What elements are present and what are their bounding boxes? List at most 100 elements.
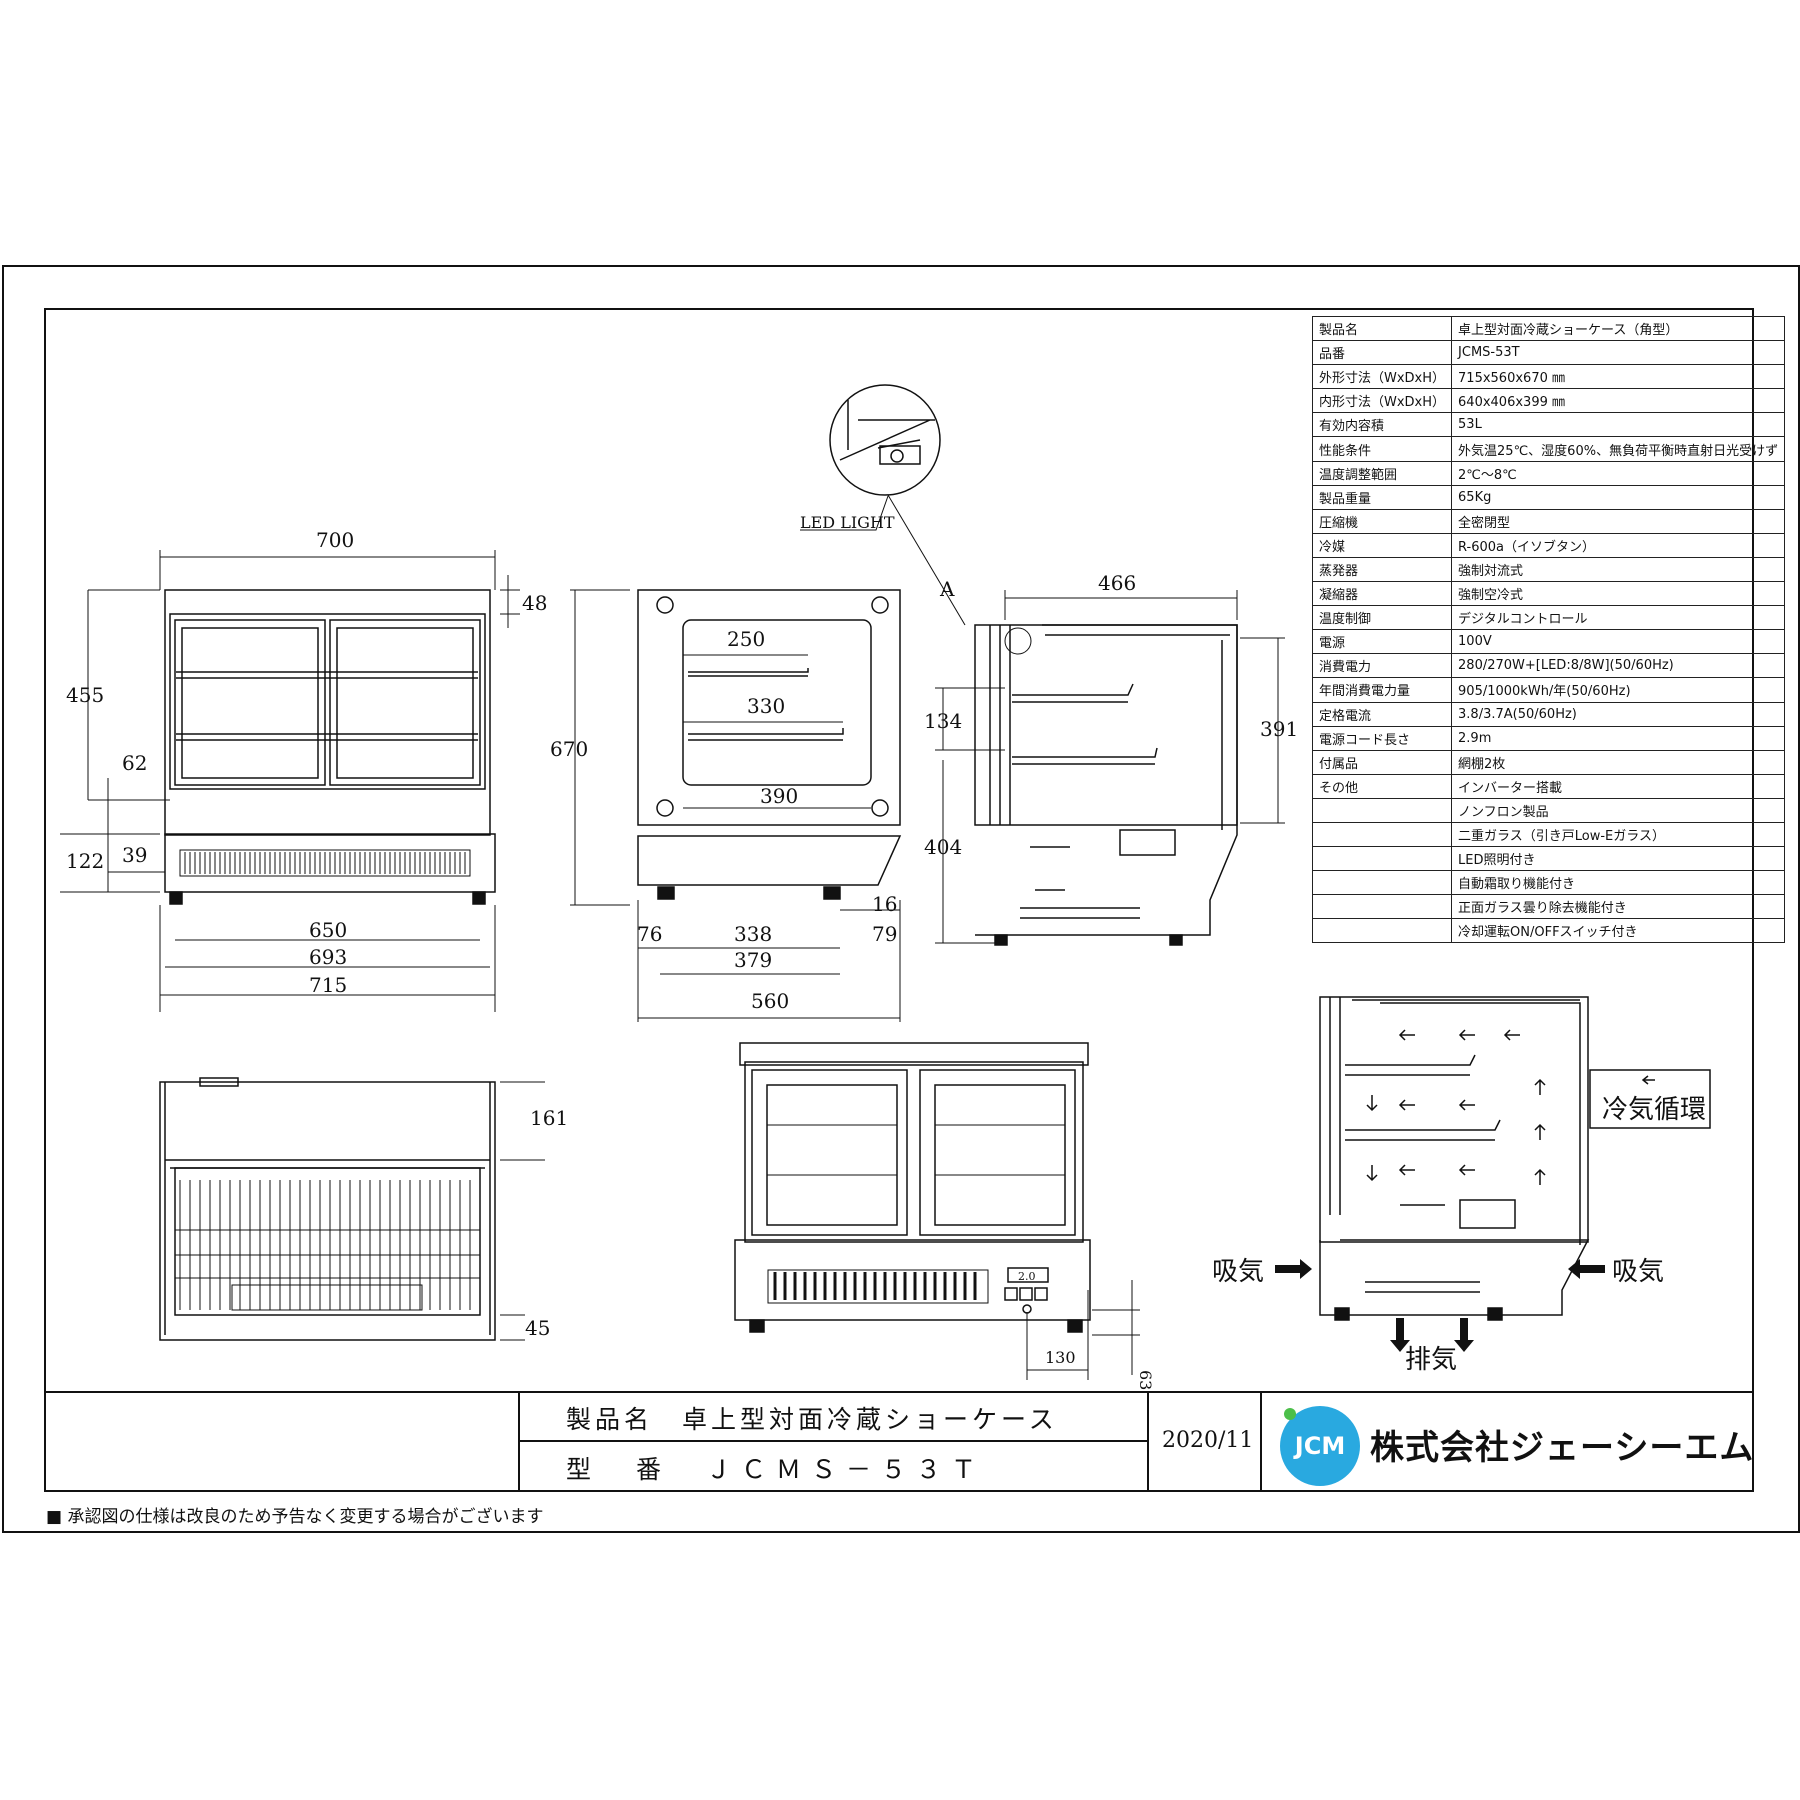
dim-side-79: 79: [872, 922, 897, 946]
spec-label: [1311, 846, 1453, 872]
outer-border: [2, 265, 1800, 1533]
spec-label: 冷媒: [1311, 532, 1453, 558]
dim-back-45: 45: [525, 1316, 550, 1340]
spec-label: [1311, 821, 1453, 848]
spec-row: 圧縮機全密閉型: [1311, 508, 1786, 534]
dim-front-715: 715: [309, 973, 347, 997]
dim-section-134: 134: [924, 709, 962, 733]
spec-label: 温度調整範囲: [1311, 460, 1453, 486]
spec-row: 性能条件外気温25℃、湿度60%、無負荷平衡時直射日光受けず: [1311, 436, 1786, 462]
spec-value: R-600a（イソブタン）: [1451, 532, 1786, 558]
spec-label: 製品重量: [1311, 484, 1453, 510]
spec-value: 640x406x399 ㎜: [1451, 388, 1786, 414]
spec-value: 905/1000kWh/年(50/60Hz): [1451, 677, 1786, 703]
dim-side-16: 16: [872, 892, 897, 916]
led-light-label: LED LIGHT: [800, 513, 895, 532]
spec-label: [1311, 894, 1453, 920]
spec-row: 付属品網棚2枚: [1311, 749, 1786, 775]
spec-value: 2℃～8℃: [1451, 460, 1786, 486]
spec-row: ノンフロン製品: [1311, 797, 1786, 823]
dim-front2-130: 130: [1045, 1348, 1076, 1367]
spec-label: 消費電力: [1311, 653, 1453, 679]
spec-value: 2.9m: [1451, 725, 1786, 751]
spec-row: 外形寸法（WxDxH）715x560x670 ㎜: [1311, 364, 1786, 390]
dim-back-161: 161: [530, 1106, 568, 1130]
spec-value: 網棚2枚: [1451, 749, 1786, 775]
spec-value: インバーター搭載: [1451, 773, 1786, 799]
spec-label: 付属品: [1311, 749, 1453, 775]
spec-label: 外形寸法（WxDxH）: [1311, 364, 1453, 390]
dim-side-338: 338: [734, 922, 772, 946]
dim-front-700: 700: [316, 528, 354, 552]
spec-value: 715x560x670 ㎜: [1451, 364, 1786, 390]
dim-side-76: 76: [637, 922, 662, 946]
spec-value: LED照明付き: [1451, 846, 1786, 872]
spec-row: その他インバーター搭載: [1311, 773, 1786, 799]
company-name: 株式会社ジェーシーエム: [1370, 1428, 1755, 1468]
spec-value: 100V: [1451, 629, 1786, 655]
dim-front-122: 122: [66, 849, 104, 873]
spec-label: 性能条件: [1311, 436, 1453, 462]
section-view: [800, 384, 1285, 946]
spec-value: JCMS-53T: [1451, 340, 1786, 366]
spec-row: LED照明付き: [1311, 846, 1786, 872]
spec-label: 圧縮機: [1311, 508, 1453, 534]
spec-row: 蒸発器強制対流式: [1311, 556, 1786, 583]
dim-section-404: 404: [924, 835, 962, 859]
spec-value: 全密閉型: [1451, 508, 1786, 534]
spec-value: 自動霜取り機能付き: [1451, 870, 1786, 896]
dim-side-330: 330: [747, 694, 785, 718]
exhaust: 排気: [1405, 1345, 1457, 1375]
disclaimer-note: ■ 承認図の仕様は改良のため予告なく変更する場合がございます: [46, 1507, 544, 1527]
spec-label: 製品名: [1311, 315, 1453, 342]
spec-value: 65Kg: [1451, 484, 1786, 510]
dim-front-455: 455: [66, 683, 104, 707]
spec-row: 内形寸法（WxDxH）640x406x399 ㎜: [1311, 388, 1786, 414]
spec-row: 二重ガラス（引き戸Low-Eガラス）: [1311, 821, 1786, 848]
dim-front2-63: 63: [1136, 1370, 1155, 1390]
spec-row: 冷却運転ON/OFFスイッチ付き: [1311, 918, 1786, 944]
spec-value: 強制空冷式: [1451, 581, 1786, 607]
date-label: 2020/11: [1162, 1428, 1254, 1453]
dim-section-466: 466: [1098, 571, 1136, 595]
spec-label: 年間消費電力量: [1311, 677, 1453, 703]
dim-side-670: 670: [550, 737, 588, 761]
dim-side-379: 379: [734, 948, 772, 972]
dim-front-39: 39: [122, 843, 147, 867]
spec-value: デジタルコントロール: [1451, 605, 1786, 631]
spec-value: 3.8/3.7A(50/60Hz): [1451, 701, 1786, 727]
spec-label: 内形寸法（WxDxH）: [1311, 388, 1453, 414]
model-number-label: 型 番 ＪＣＭＳ－５３Ｔ: [566, 1455, 987, 1484]
airflow-legend: 冷気循環: [1602, 1095, 1706, 1125]
dim-front-693: 693: [309, 945, 347, 969]
label-a: A: [939, 577, 955, 601]
dim-front-650: 650: [309, 918, 347, 942]
spec-value: 外気温25℃、湿度60%、無負荷平衡時直射日光受けず: [1451, 436, 1786, 462]
front-view-2: [734, 1042, 1140, 1380]
back-view: [159, 1077, 545, 1341]
spec-label: 蒸発器: [1311, 556, 1453, 583]
airflow-arrows: [1366, 1029, 1655, 1185]
spec-label: [1311, 918, 1453, 944]
side-view: [570, 589, 902, 1022]
intake-right: 吸気: [1612, 1257, 1664, 1287]
spec-value: ノンフロン製品: [1451, 797, 1786, 823]
spec-label: [1311, 797, 1453, 823]
spec-value: 正面ガラス曇り除去機能付き: [1451, 894, 1786, 920]
spec-row: 凝縮器強制空冷式: [1311, 581, 1786, 607]
dim-front-62: 62: [122, 751, 147, 775]
airflow-view: [1319, 996, 1711, 1321]
spec-label: 品番: [1311, 340, 1453, 366]
product-name-label: 製品名 卓上型対面冷蔵ショーケース: [566, 1405, 1058, 1434]
